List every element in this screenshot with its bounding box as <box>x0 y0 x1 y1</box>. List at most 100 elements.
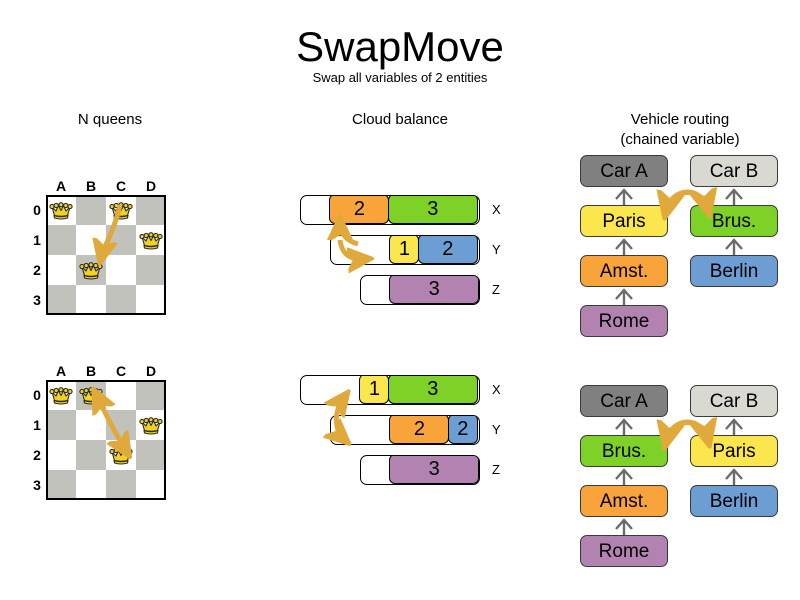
queen-C0[interactable] <box>109 200 133 220</box>
chain-arrow <box>615 418 633 435</box>
board-cell-B1[interactable] <box>76 225 106 255</box>
cloud-bar-Z[interactable]: 3 <box>360 275 480 305</box>
board-cell-A2[interactable] <box>46 440 76 470</box>
cloud-bar-free-space <box>301 196 331 224</box>
board-cell-B0[interactable] <box>76 195 106 225</box>
board-row-header-1: 1 <box>33 232 41 248</box>
board-column-header-D: D <box>145 363 157 379</box>
cloud-process-X-1[interactable]: 3 <box>387 196 478 224</box>
board-cell-B3[interactable] <box>76 470 106 500</box>
vrp-node-b-paris[interactable]: Paris <box>690 435 778 467</box>
cloud-process-Y-0[interactable]: 2 <box>389 416 450 444</box>
queen-C2[interactable] <box>109 445 133 465</box>
cloud-process-Z-0[interactable]: 3 <box>389 456 479 484</box>
cloud-bar-free-space <box>331 416 391 444</box>
cloud-row-label-Z: Z <box>492 462 500 477</box>
cloud-row-label-X: X <box>492 382 501 397</box>
vrp-node-a-amst[interactable]: Amst. <box>580 255 668 287</box>
board-row-header-1: 1 <box>33 417 41 433</box>
vrp-vehicle-car-a[interactable]: Car A <box>580 155 668 187</box>
board-cell-D3[interactable] <box>136 470 166 500</box>
vrp-node-b-berlin[interactable]: Berlin <box>690 485 778 517</box>
board-column-header-C: C <box>115 178 127 194</box>
vrp-node-a-rome[interactable]: Rome <box>580 535 668 567</box>
cloud-row-label-Y: Y <box>492 242 501 257</box>
board-cell-A2[interactable] <box>46 255 76 285</box>
board-cell-A3[interactable] <box>46 470 76 500</box>
board-cell-C3[interactable] <box>106 285 136 315</box>
page-title: SwapMove <box>296 23 504 70</box>
board-cell-D3[interactable] <box>136 285 166 315</box>
chain-arrow <box>615 518 633 535</box>
board-row-header-2: 2 <box>33 262 41 278</box>
cloud-bar-free-space <box>301 376 361 404</box>
cloud-process-Y-1[interactable]: 2 <box>417 236 478 264</box>
board-cell-D2[interactable] <box>136 255 166 285</box>
vrp-node-a-brus[interactable]: Brus. <box>580 435 668 467</box>
vrp-vehicle-car-a[interactable]: Car A <box>580 385 668 417</box>
board-cell-C1[interactable] <box>106 410 136 440</box>
queen-A0[interactable] <box>49 385 73 405</box>
cloud-process-X-0[interactable]: 2 <box>329 196 390 224</box>
chain-arrow <box>725 468 743 485</box>
board-cell-C1[interactable] <box>106 225 136 255</box>
board-row-header-0: 0 <box>33 202 41 218</box>
queen-D1[interactable] <box>139 415 163 435</box>
cloud-process-Z-0[interactable]: 3 <box>389 276 479 304</box>
chain-arrow <box>615 238 633 255</box>
queen-D1[interactable] <box>139 230 163 250</box>
queen-B0[interactable] <box>79 385 103 405</box>
cloud-process-X-0[interactable]: 1 <box>359 376 390 404</box>
board-cell-B1[interactable] <box>76 410 106 440</box>
page-subtitle: Swap all variables of 2 entities <box>312 70 488 85</box>
board-column-header-C: C <box>115 363 127 379</box>
board-row-header-3: 3 <box>33 477 41 493</box>
queen-B2[interactable] <box>79 260 103 280</box>
cloud-bar-free-space <box>331 236 391 264</box>
vrp-title-line-2: (chained variable) <box>620 131 740 148</box>
board-cell-B3[interactable] <box>76 285 106 315</box>
chain-arrow <box>725 188 743 205</box>
board-cell-D2[interactable] <box>136 440 166 470</box>
board-row-header-2: 2 <box>33 447 41 463</box>
board-cell-A1[interactable] <box>46 225 76 255</box>
board-cell-C3[interactable] <box>106 470 136 500</box>
board-cell-A1[interactable] <box>46 410 76 440</box>
cloud-row-label-X: X <box>492 202 501 217</box>
board-cell-D0[interactable] <box>136 380 166 410</box>
board-cell-D0[interactable] <box>136 195 166 225</box>
board-cell-B2[interactable] <box>76 440 106 470</box>
vrp-vehicle-car-b[interactable]: Car B <box>690 155 778 187</box>
cloud-process-Y-0[interactable]: 1 <box>389 236 420 264</box>
chain-arrow <box>615 468 633 485</box>
vrp-node-a-paris[interactable]: Paris <box>580 205 668 237</box>
board-cell-C2[interactable] <box>106 255 136 285</box>
board-column-header-A: A <box>55 178 67 194</box>
vrp-node-b-berlin[interactable]: Berlin <box>690 255 778 287</box>
cloud-process-Y-1[interactable]: 2 <box>447 416 478 444</box>
vrp-node-a-rome[interactable]: Rome <box>580 305 668 337</box>
vrp-title-line-1: Vehicle routing <box>630 111 730 128</box>
board-cell-A3[interactable] <box>46 285 76 315</box>
section-title-nqueens: N queens <box>77 111 143 128</box>
cloud-row-label-Z: Z <box>492 282 500 297</box>
queen-A0[interactable] <box>49 200 73 220</box>
vrp-node-a-amst[interactable]: Amst. <box>580 485 668 517</box>
vrp-node-b-brus[interactable]: Brus. <box>690 205 778 237</box>
cloud-bar-Z[interactable]: 3 <box>360 455 480 485</box>
cloud-process-X-1[interactable]: 3 <box>387 376 478 404</box>
vrp-vehicle-car-b[interactable]: Car B <box>690 385 778 417</box>
board-column-header-B: B <box>85 178 97 194</box>
cloud-bar-free-space <box>361 456 391 484</box>
board-cell-C0[interactable] <box>106 380 136 410</box>
